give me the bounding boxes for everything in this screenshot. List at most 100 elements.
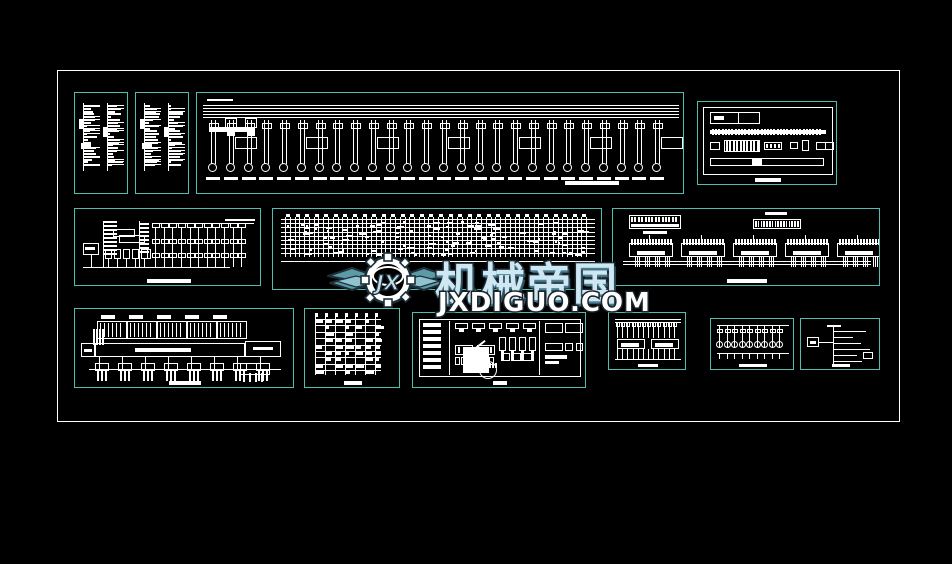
- panel-terminal-wiring-table[interactable]: [272, 208, 602, 290]
- branch-device: [762, 329, 769, 333]
- feeder-drop: [299, 120, 301, 164]
- table-header-text: [477, 214, 482, 217]
- table-rule: [145, 150, 161, 152]
- table-cell-text: [537, 237, 540, 240]
- table-text-run: [169, 141, 182, 144]
- panel-small-branch[interactable]: [710, 318, 794, 370]
- table-text-run: [84, 141, 91, 144]
- table-rule: [107, 103, 108, 171]
- module-trunk: [701, 235, 702, 243]
- table-text-run: [108, 152, 113, 155]
- branch-symbol: [776, 341, 784, 348]
- drawing-title-bar: [739, 364, 767, 367]
- module-lead: [801, 257, 802, 267]
- table-cell-text: [497, 241, 501, 244]
- drawing-title-bar: [169, 381, 201, 385]
- equipment-box: [523, 323, 536, 329]
- cabinet-tick: [786, 129, 789, 135]
- branch-device: [169, 253, 178, 258]
- matrix-row-rule: [315, 338, 381, 340]
- breaker-symbol: [653, 123, 664, 129]
- feeder-drop: [534, 120, 536, 164]
- riser-device: [647, 322, 651, 327]
- module-lead: [743, 257, 744, 267]
- breaker-symbol: [457, 123, 468, 129]
- cubicle-rail: [168, 323, 169, 337]
- terminal-pin: [785, 221, 788, 227]
- terminal-pin: [704, 239, 706, 245]
- terminal-module: [629, 243, 673, 257]
- terminal-pin: [655, 239, 657, 245]
- terminal-pin: [797, 221, 799, 227]
- cabinet-outline: [703, 107, 833, 175]
- panel-small-riser[interactable]: [608, 312, 686, 370]
- table-rule: [84, 164, 100, 166]
- table-text-run: [84, 121, 91, 124]
- feeder-label: [490, 177, 505, 180]
- terminal-pin: [707, 239, 709, 245]
- feeder-drop: [499, 120, 501, 164]
- feeder-label: [365, 177, 380, 180]
- feeder-drop: [357, 120, 359, 164]
- table-text-run: [84, 105, 100, 107]
- table-rule: [84, 133, 100, 135]
- panel-equipment-plan[interactable]: [412, 312, 586, 388]
- cabinet-tick: [757, 129, 760, 135]
- matrix-cell: [326, 332, 334, 336]
- drawing-title-bar: [146, 279, 191, 283]
- panel-terminal-block-layout[interactable]: [612, 208, 880, 286]
- feeder-drop: [463, 120, 465, 164]
- detail-trunk: [833, 325, 834, 365]
- transformer-symbol: [245, 118, 257, 128]
- machine-detail: [492, 363, 494, 368]
- terminal-pin: [686, 239, 688, 245]
- matrix-header: [355, 313, 358, 317]
- riser-label: [621, 343, 639, 347]
- panel-small-detail[interactable]: [800, 318, 880, 370]
- terminal-pin: [860, 239, 862, 245]
- panel-schedule-right[interactable]: [135, 92, 189, 194]
- device-symbol: [132, 249, 139, 259]
- table-cell-text: [333, 251, 338, 254]
- table-col-rule: [414, 217, 416, 257]
- panel-matrix-grid[interactable]: [304, 308, 400, 388]
- panel-control-schematic[interactable]: [74, 208, 261, 286]
- feeder-label: [259, 177, 274, 180]
- table-text-run: [108, 133, 110, 136]
- table-rule: [169, 133, 185, 135]
- terminal-pin: [722, 239, 724, 245]
- table-cell-text: [508, 247, 515, 250]
- feeder-drop: [410, 120, 412, 164]
- table-cell-text: [461, 221, 465, 224]
- device-symbol: [141, 249, 151, 259]
- panel-single-line-diagram[interactable]: [196, 92, 684, 194]
- branch-lead: [771, 353, 773, 359]
- machine-detail: [489, 363, 491, 368]
- branch-device: [152, 253, 160, 258]
- matrix-row-rule: [315, 344, 381, 346]
- branch-lead: [189, 371, 191, 381]
- table-col-rule: [285, 217, 286, 257]
- table-text-run: [169, 133, 181, 136]
- module-lead: [669, 257, 670, 267]
- branch-lead: [170, 371, 172, 381]
- panel-cabinet-elevation[interactable]: [697, 101, 837, 185]
- drawing-title-bar: [755, 178, 781, 182]
- terminal-pin: [661, 239, 663, 245]
- panel-schedule-left[interactable]: [74, 92, 128, 194]
- matrix-cell: [356, 352, 363, 355]
- table-col-rule: [304, 217, 306, 257]
- device-symbol: [105, 249, 112, 259]
- riser-lead: [663, 349, 665, 359]
- panel-switchgear-layout[interactable]: [74, 308, 294, 388]
- matrix-cell: [326, 320, 333, 323]
- table-rule: [169, 158, 185, 160]
- matrix-cell: [326, 339, 334, 343]
- legend-swatch: [423, 344, 441, 348]
- module-lead: [741, 257, 742, 267]
- branch-lead: [174, 371, 176, 381]
- branch-lead: [734, 353, 736, 359]
- cabinet-tick: [779, 129, 782, 135]
- legend-text: [545, 361, 559, 364]
